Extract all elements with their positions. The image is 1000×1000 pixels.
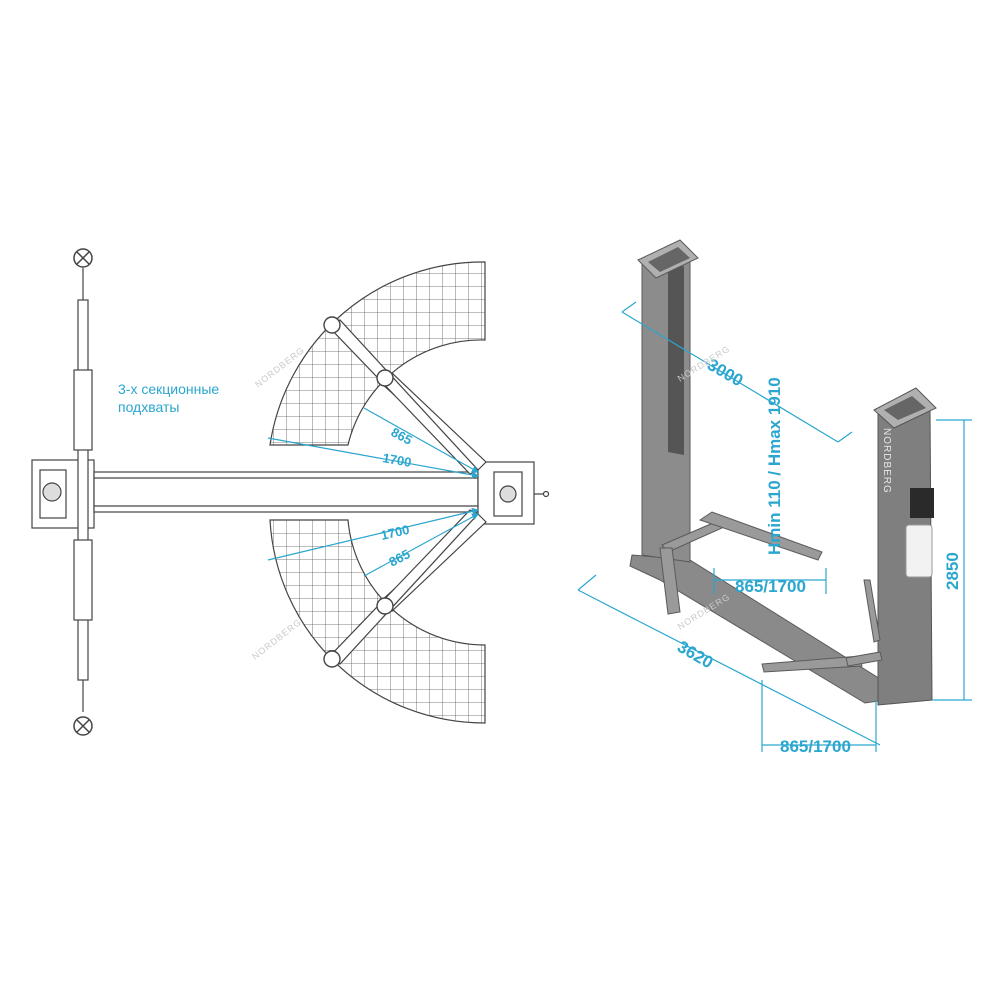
arm-reach-lower-dimension: 865/1700 (780, 737, 851, 756)
callout-line-2: подхваты (118, 399, 179, 415)
brand-watermark-lower: NORDBERG (250, 617, 303, 662)
arm-pads (323, 316, 394, 668)
overall-height-dimension: 2850 (943, 552, 962, 590)
left-column-plan (31, 268, 95, 712)
right-column-3d (873, 387, 937, 706)
callout-line-1: 3-х секционные (118, 381, 219, 397)
elevation-dimension-lines (577, 301, 972, 752)
height-range-dimension: Hmin 110 / Hmax 1910 (765, 377, 784, 555)
column-brand-label: NORDBERG (881, 428, 892, 494)
elevation-lift-arms (659, 511, 883, 673)
left-caster-top (73, 248, 93, 268)
upper-arm-sweep-area (269, 261, 486, 446)
plan-view: 865 1700 1700 865 3-х секционные подхват… (31, 248, 550, 736)
plan-dimension-lines (267, 407, 480, 577)
upper-long-reach-label: 1700 (381, 450, 412, 470)
left-column-3d (637, 239, 699, 563)
right-column-plan (477, 461, 550, 525)
lower-short-reach-label: 865 (386, 546, 412, 569)
upper-short-reach-label: 865 (389, 424, 415, 447)
base-beam-plan (93, 471, 479, 513)
arm-reach-upper-dimension: 865/1700 (735, 577, 806, 596)
elevation-view: NORDBERG 3000 Hmin (577, 239, 972, 756)
left-caster-bottom (73, 716, 93, 736)
length-dimension: 3620 (674, 637, 716, 672)
lower-long-reach-label: 1700 (379, 522, 411, 543)
